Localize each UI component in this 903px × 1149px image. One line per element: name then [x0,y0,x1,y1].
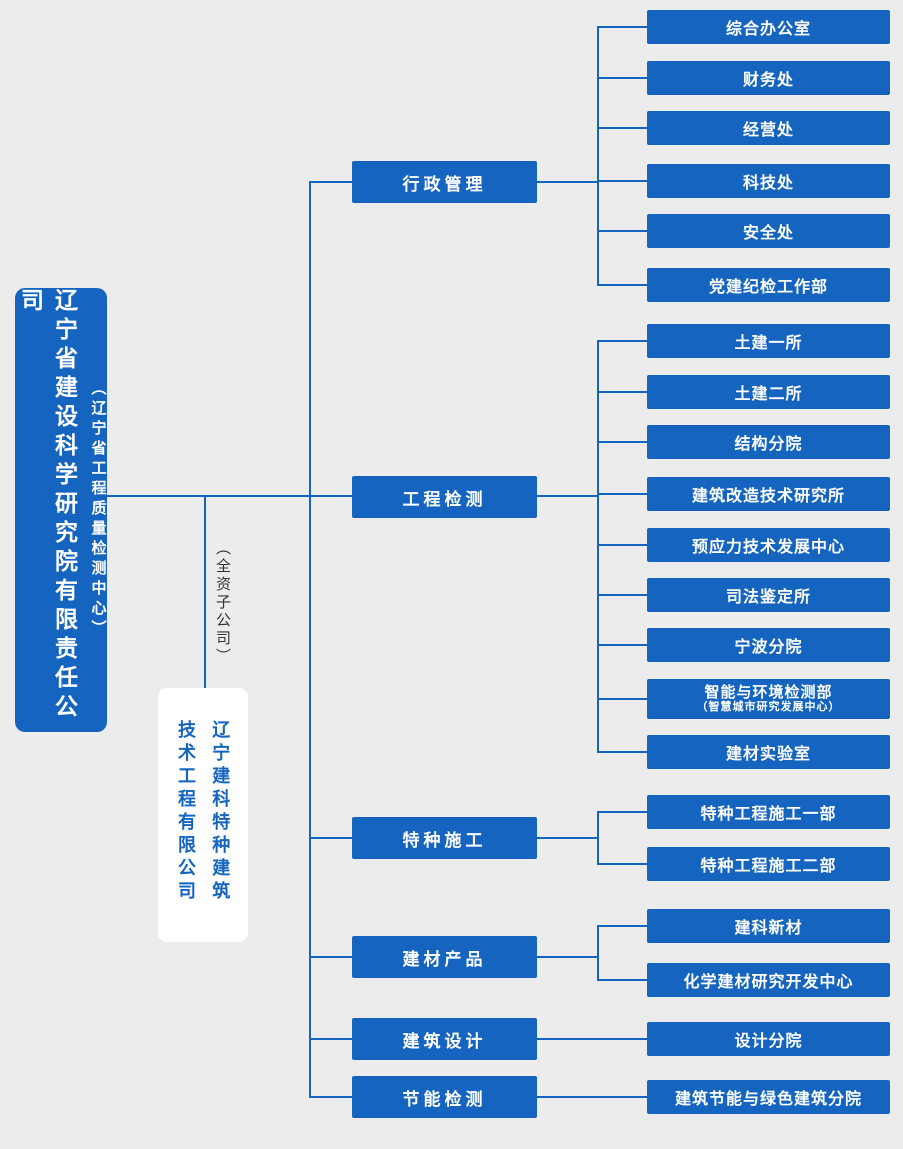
connector-stub [597,811,648,813]
connector-stub [597,180,648,182]
connector [309,181,353,183]
connector-stub [597,925,648,927]
child-node: 特种工程施工二部 [647,847,890,881]
dept-engineering-testing: 工程检测 [352,476,537,518]
child-node: 特种工程施工一部 [647,795,890,829]
dept-admin-management: 行政管理 [352,161,537,203]
child-node: 安全处 [647,214,890,248]
child-node: 化学建材研究开发中心 [647,963,890,997]
connector-root [107,495,354,497]
connector-trunk [309,181,311,1098]
child-node: 智能与环境检测部 （智慧城市研究发展中心） [647,679,890,719]
connector-subsidiary-drop [204,496,206,689]
connector-stub [597,698,648,700]
connector [309,1096,353,1098]
dept-energy-testing: 节能检测 [352,1076,537,1118]
connector-stub [597,127,648,129]
child-node: 财务处 [647,61,890,95]
child-node: 经营处 [647,111,890,145]
connector-bracket-materials [597,925,599,981]
child-node: 设计分院 [647,1022,890,1056]
root-node: 辽宁省建设科学研究院有限责任公司 （辽宁省工程质量检测中心） [15,288,107,732]
child-node: 党建纪检工作部 [647,268,890,302]
child-node: 司法鉴定所 [647,578,890,612]
dept-architectural-design: 建筑设计 [352,1018,537,1060]
connector [309,1038,353,1040]
dept-building-materials: 建材产品 [352,936,537,978]
connector-bracket-testing [597,340,599,753]
subsidiary-name: 辽宁建科特种建筑技术工程有限公司 [176,720,231,904]
dept-special-construction: 特种施工 [352,817,537,859]
child-node-label: 智能与环境检测部 [704,684,833,702]
connector [537,1038,649,1040]
connector-stub [597,391,648,393]
connector-bracket-admin [597,26,599,286]
connector [537,181,599,183]
child-node: 建材实验室 [647,735,890,769]
child-node: 综合办公室 [647,10,890,44]
child-node: 结构分院 [647,425,890,459]
child-node: 科技处 [647,164,890,198]
root-title: 辽宁省建设科学研究院有限责任公司 [17,288,78,723]
child-node: 建筑改造技术研究所 [647,477,890,511]
connector-stub [597,340,648,342]
child-node: 建筑节能与绿色建筑分院 [647,1080,890,1114]
subsidiary-note: （全资子公司） [214,540,231,666]
connector [309,837,353,839]
subsidiary-node: 辽宁建科特种建筑技术工程有限公司 [158,688,248,942]
child-node: 土建一所 [647,324,890,358]
child-node: 建科新材 [647,909,890,943]
child-node: 预应力技术发展中心 [647,528,890,562]
child-node-sublabel: （智慧城市研究发展中心） [696,701,841,714]
connector-stub [597,230,648,232]
connector-stub [597,644,648,646]
connector [309,956,353,958]
child-node: 土建二所 [647,375,890,409]
connector [537,1096,649,1098]
connector-stub [597,493,648,495]
connector-stub [597,284,648,286]
connector [537,495,599,497]
connector-stub [597,77,648,79]
connector [537,837,599,839]
connector-stub [597,441,648,443]
connector-stub [597,863,648,865]
connector [537,956,599,958]
connector-stub [597,544,648,546]
connector-stub [597,594,648,596]
connector-stub [597,26,648,28]
child-node: 宁波分院 [647,628,890,662]
connector-stub [597,751,648,753]
root-subtitle: （辽宁省工程质量检测中心） [89,380,107,640]
connector-stub [597,979,648,981]
